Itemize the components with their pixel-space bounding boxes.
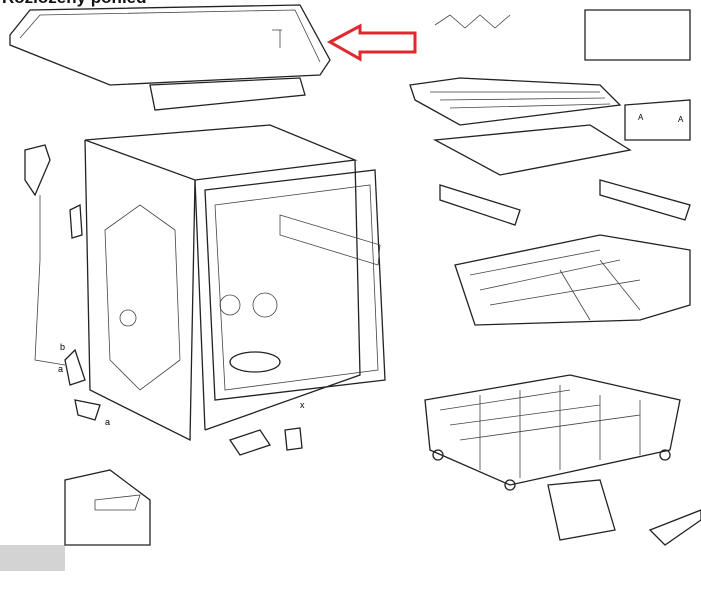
cabinet-frame	[84, 124, 386, 442]
callout-a-2: a	[105, 417, 110, 427]
right-parts	[409, 9, 701, 546]
callout-A-2: A	[678, 115, 684, 124]
pointer-arrow-icon	[326, 23, 417, 62]
callout-x: x	[300, 400, 305, 410]
callout-b: b	[60, 342, 65, 352]
diagram-title: Rozložený pohled	[2, 0, 147, 8]
gray-block	[0, 545, 65, 571]
callout-a: a	[58, 364, 63, 374]
front-trim	[149, 77, 306, 111]
callout-A: A	[638, 113, 644, 122]
side-parts	[24, 144, 303, 546]
top-lid	[9, 4, 331, 86]
